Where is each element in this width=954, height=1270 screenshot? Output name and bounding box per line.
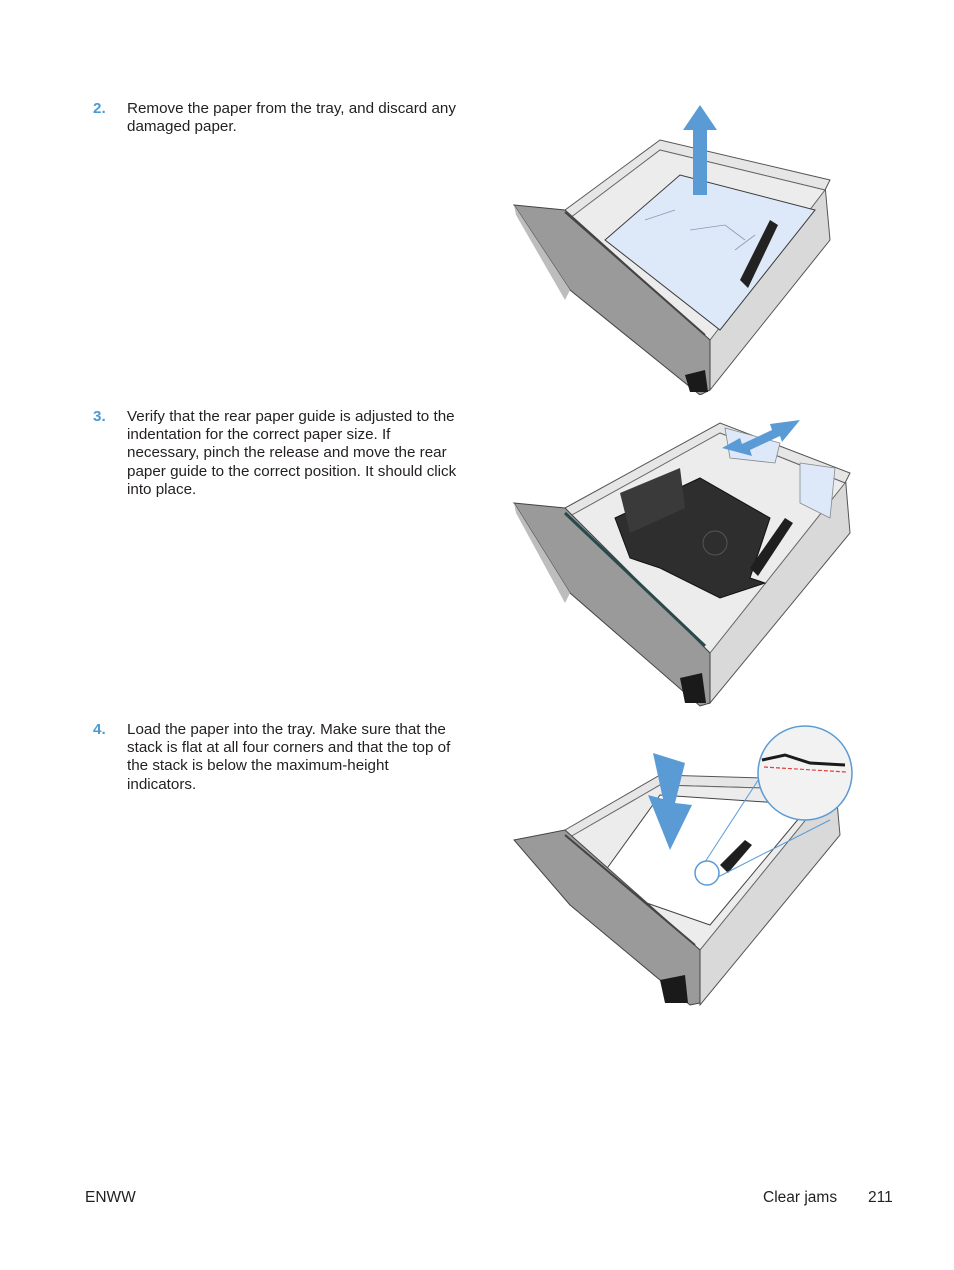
remove-paper-illustration [510, 100, 835, 395]
step-number: 3. [93, 408, 106, 425]
load-paper-illustration [510, 725, 860, 1010]
step-text: Load the paper into the tray. Make sure … [127, 721, 451, 793]
footer-left: ENWW [85, 1189, 136, 1206]
step-text: Remove the paper from the tray, and disc… [127, 100, 456, 136]
adjust-rear-guide-illustration [510, 408, 855, 708]
step-number: 4. [93, 721, 106, 738]
page-number: 211 [868, 1189, 893, 1206]
step-text: Verify that the rear paper guide is adju… [127, 408, 457, 498]
footer-section: Clear jams [763, 1189, 838, 1206]
callout-magnifier [757, 725, 853, 821]
step-number: 2. [93, 100, 106, 117]
